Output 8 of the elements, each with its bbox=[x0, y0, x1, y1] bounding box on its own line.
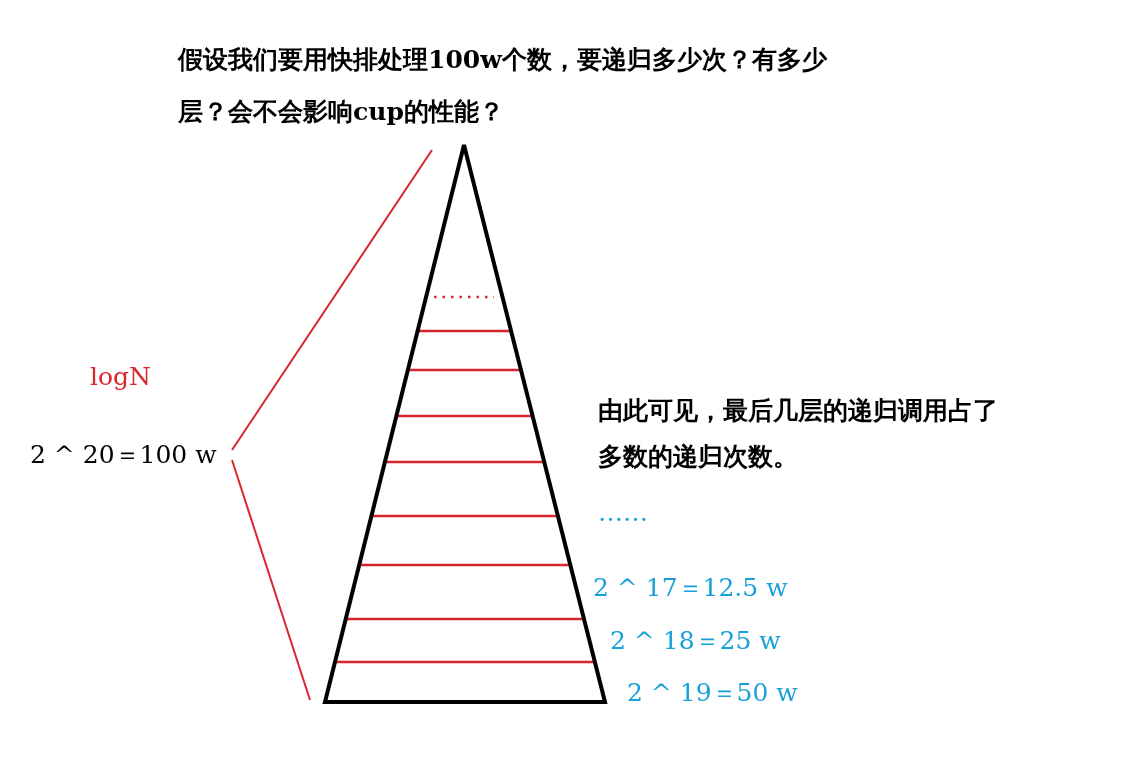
ellipsis-text: …… bbox=[598, 498, 648, 527]
annotation-text: 2 ^ 20＝100 w bbox=[30, 439, 217, 471]
question-text: 假设我们要用快排处理100w个数，要递归多少次？有多少层？会不会影响cup的性能？ bbox=[178, 44, 828, 128]
annotation-text: logN bbox=[90, 362, 151, 391]
level-count-text: 2 ^ 17＝12.5 w bbox=[593, 572, 788, 604]
conclusion-text: 由此可见，最后几层的递归调用占了多数的递归次数。 bbox=[598, 395, 999, 473]
level-count-text: 2 ^ 18＝25 w bbox=[610, 625, 781, 657]
level-count-text: 2 ^ 19＝50 w bbox=[627, 677, 798, 709]
